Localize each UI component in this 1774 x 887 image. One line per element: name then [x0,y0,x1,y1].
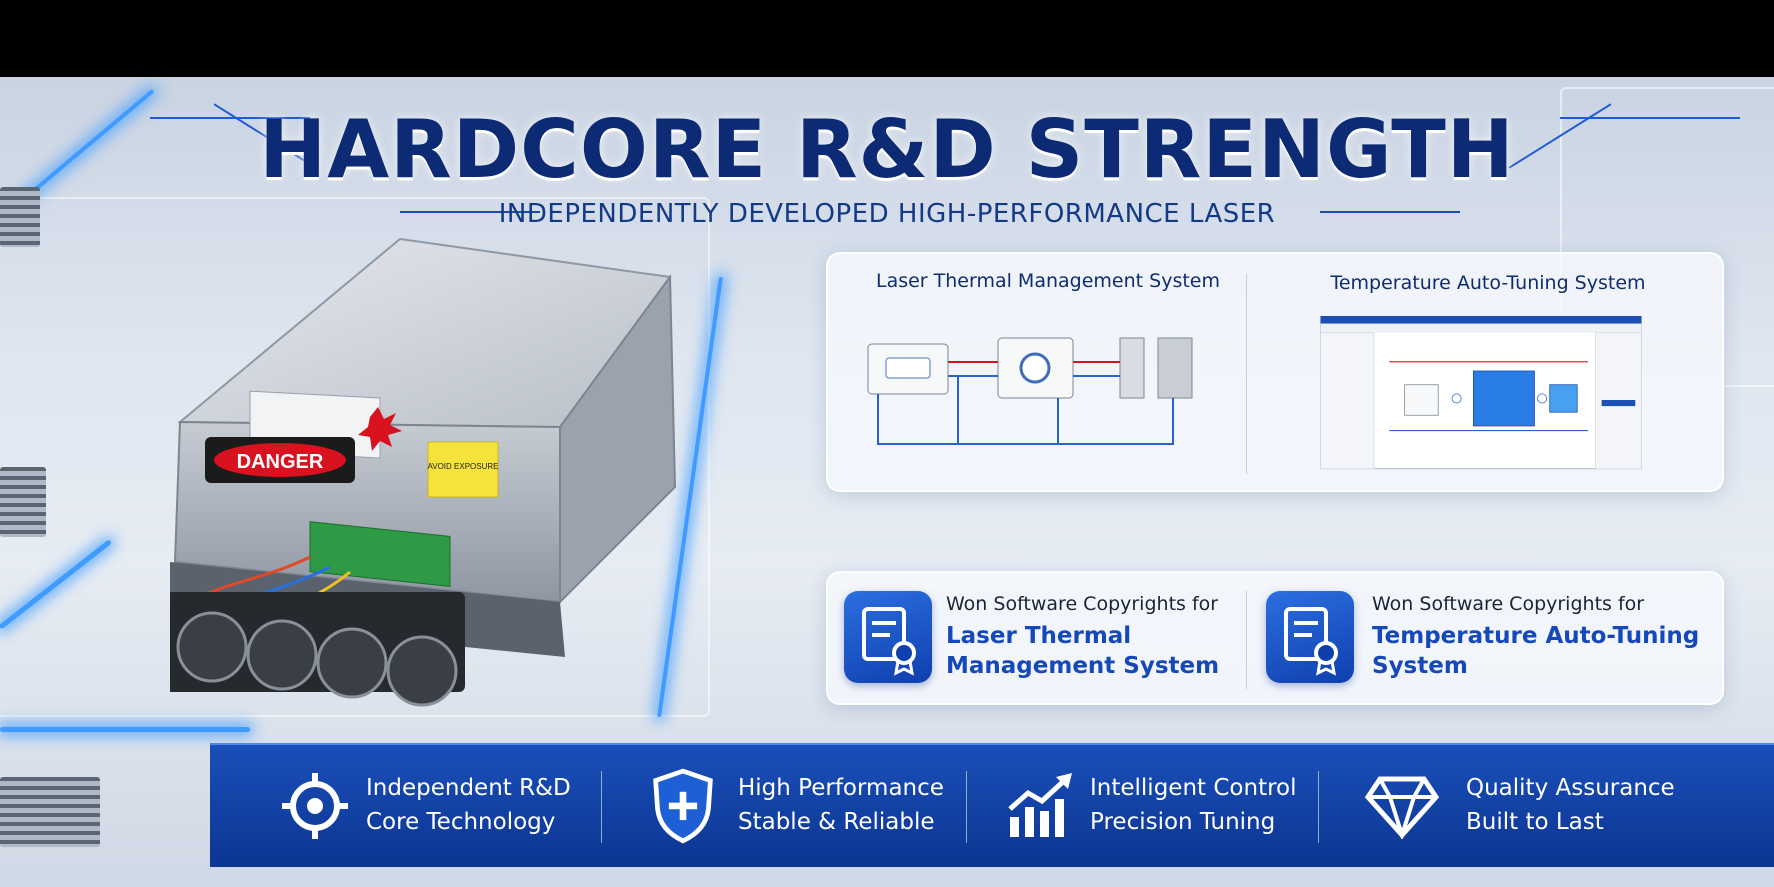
feature-text: High Performance Stable & Reliable [738,775,944,835]
circuit-board [309,521,451,587]
crosshair-icon [282,773,348,839]
systems-card: Laser Thermal Management System Temperat… [826,252,1724,492]
page-subtitle: INDEPENDENTLY DEVELOPED HIGH-PERFORMANCE… [498,199,1276,229]
top-black-bar [0,0,1774,77]
module-side-face [559,274,677,605]
danger-label: DANGER [205,437,355,483]
svg-text:AVOID EXPOSURE: AVOID EXPOSURE [428,462,499,471]
card-divider [1246,274,1247,474]
feature-separator [601,771,602,843]
feature-text: Quality Assurance Built to Last [1466,775,1675,835]
thermal-system-diagram [867,337,1193,445]
autotuning-software-screenshot [1320,316,1642,470]
title-deco-left [150,117,310,119]
banner-stage: HARDCORE R&D STRENGTH INDEPENDENTLY DEVE… [0,77,1774,887]
certificate-icon [844,591,932,683]
diamond-icon [1364,776,1440,839]
autotuning-system-title: Temperature Auto-Tuning System [1330,272,1646,294]
panel-vent [0,187,40,247]
feature-band: Independent R&D Core Technology High Per… [210,743,1774,867]
panel-vent [0,467,46,537]
shield-plus-icon [653,768,713,844]
growth-chart-icon [1008,773,1072,837]
page-title: HARDCORE R&D STRENGTH [259,103,1515,196]
feature-separator [966,771,967,843]
laser-module-image: DANGER AVOID EXPOSURE [170,237,677,707]
certificate-name: Temperature Auto-Tuning System [1372,623,1700,679]
cooling-fans [170,592,465,707]
panel-vent [0,777,100,847]
certificate-icon [1266,591,1354,683]
feature-separator [1318,771,1319,843]
card-divider [1246,591,1247,689]
certificates-card: Won Software Copyrights for Laser Therma… [826,571,1724,705]
subtitle-rule-right [1320,211,1460,213]
feature-text: Intelligent Control Precision Tuning [1090,775,1297,835]
floor-panel [0,197,710,717]
warning-label: AVOID EXPOSURE [427,441,499,498]
certificate-name: Laser Thermal Management System [946,623,1220,679]
blue-glow-line [0,727,250,732]
thermal-system-title: Laser Thermal Management System [875,270,1220,292]
certificate-lead-text: Won Software Copyrights for [946,593,1219,615]
feature-text: Independent R&D Core Technology [366,775,571,835]
subtitle-rule-left [400,211,540,213]
title-deco-right [1560,117,1740,119]
certificate-lead-text: Won Software Copyrights for [1372,593,1645,615]
svg-text:DANGER: DANGER [237,451,324,473]
